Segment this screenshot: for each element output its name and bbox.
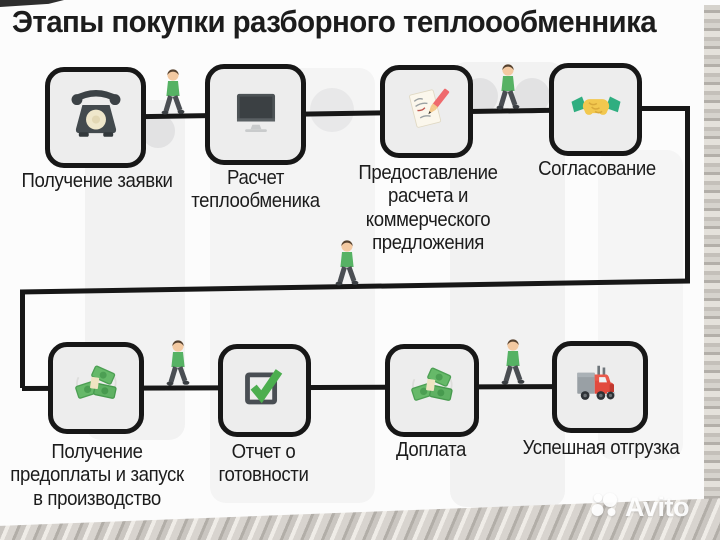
watermark: Avito bbox=[590, 491, 690, 524]
watermark-brand-text: Avito bbox=[625, 492, 690, 522]
avito-logo-icon bbox=[590, 491, 620, 524]
photo-edge-right bbox=[704, 5, 720, 540]
step-label-8: Успешная отгрузка bbox=[522, 437, 680, 459]
step-label-5: Получение предоплаты и запуск в производ… bbox=[10, 441, 184, 510]
step-box-4 bbox=[549, 63, 642, 156]
computer-monitor-icon bbox=[227, 83, 285, 146]
connector-step4-out bbox=[630, 106, 690, 111]
ghost-port-circle bbox=[141, 114, 175, 148]
page-title: Этапы покупки разборного теплоообменника bbox=[12, 4, 657, 39]
delivery-truck-icon bbox=[572, 357, 628, 418]
step-box-7 bbox=[385, 344, 479, 437]
walking-person-icon bbox=[500, 337, 526, 392]
step-box-3 bbox=[380, 65, 473, 158]
step-label-2: Расчет теплообменика bbox=[191, 167, 320, 213]
step-label-4: Согласование bbox=[538, 158, 656, 180]
photo-edge-top-left bbox=[0, 0, 64, 7]
step-label-6: Отчет о готовности bbox=[218, 441, 309, 487]
walking-person-icon bbox=[165, 338, 191, 393]
step-box-6 bbox=[218, 344, 311, 437]
checkbox-checked-icon bbox=[237, 360, 293, 421]
rotary-phone-icon bbox=[67, 86, 125, 149]
money-bundle-icon bbox=[68, 358, 124, 419]
step-box-1 bbox=[45, 67, 146, 168]
step-box-2 bbox=[205, 64, 306, 165]
money-bundle-icon bbox=[404, 360, 460, 421]
connector-right-vertical bbox=[685, 106, 690, 283]
walking-person-icon bbox=[334, 238, 360, 293]
walking-person-icon bbox=[160, 67, 186, 122]
step-label-3: Предоставление расчета и коммерческого п… bbox=[358, 162, 498, 255]
document-pencil-icon bbox=[399, 81, 455, 142]
step-label-1: Получение заявки bbox=[21, 170, 173, 192]
handshake-icon bbox=[568, 79, 624, 140]
step-label-7: Доплата bbox=[395, 439, 467, 461]
step-box-8 bbox=[552, 341, 648, 433]
walking-person-icon bbox=[495, 62, 521, 117]
step-box-5 bbox=[48, 342, 144, 434]
connector-left-vertical bbox=[20, 290, 25, 388]
